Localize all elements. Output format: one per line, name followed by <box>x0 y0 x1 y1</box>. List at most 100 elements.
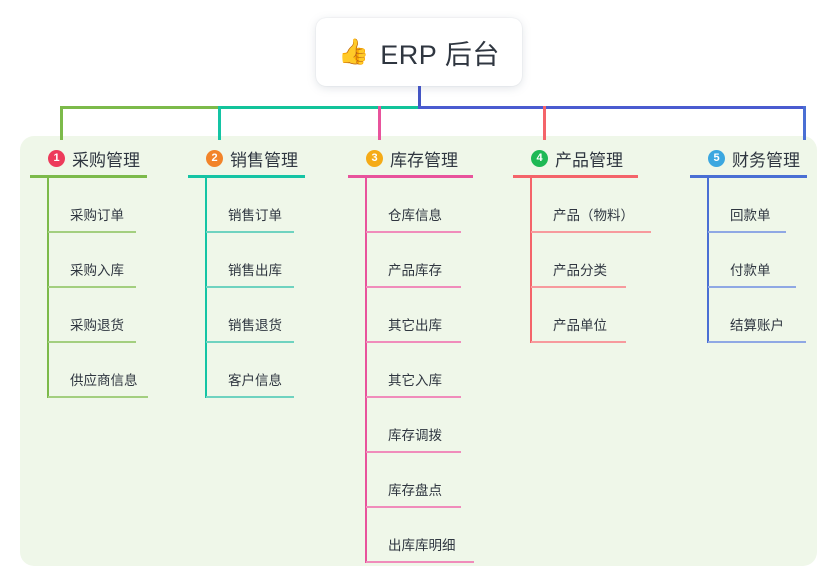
list-item[interactable]: 库存盘点 <box>366 453 488 508</box>
branch-3[interactable]: 3 库存管理 仓库信息 产品库存 其它出库 其它入库 库存调拨 <box>348 146 488 563</box>
list-item[interactable]: 其它出库 <box>366 288 488 343</box>
leaf-label: 库存调拨 <box>388 428 442 443</box>
leaf-label: 采购订单 <box>70 208 124 223</box>
leaf-label: 回款单 <box>730 208 771 223</box>
branch-4-header[interactable]: 4 产品管理 <box>513 146 663 170</box>
leaf-rule <box>708 286 796 288</box>
leaf-label: 采购退货 <box>70 318 124 333</box>
branch-1-badge: 1 <box>48 149 65 167</box>
branch-4-badge: 4 <box>531 149 548 167</box>
leaf-rule <box>531 286 626 288</box>
leaf-rule <box>48 286 136 288</box>
leaf-rule <box>708 231 786 233</box>
branch-1-header[interactable]: 1 采购管理 <box>30 146 160 170</box>
branch-4-rule <box>513 175 638 178</box>
list-item[interactable]: 客户信息 <box>206 343 318 398</box>
list-item[interactable]: 出库库明细 <box>366 508 488 563</box>
leaf-label: 产品库存 <box>388 263 442 278</box>
leaf-label: 销售订单 <box>228 208 282 223</box>
list-item[interactable]: 采购退货 <box>48 288 160 343</box>
leaf-label: 其它出库 <box>388 318 442 333</box>
branch-4-title: 产品管理 <box>555 150 623 170</box>
branch-5-badge: 5 <box>708 149 725 167</box>
branch-2-leaves: 销售订单 销售出库 销售退货 客户信息 <box>188 178 318 398</box>
drop-connector-5 <box>803 106 806 140</box>
branch-2-title: 销售管理 <box>230 150 298 170</box>
leaf-label: 产品单位 <box>553 318 607 333</box>
branch-5[interactable]: 5 财务管理 回款单 付款单 结算账户 <box>690 146 820 343</box>
leaf-rule <box>48 231 136 233</box>
bus-segment-teal <box>218 106 420 109</box>
list-item[interactable]: 产品分类 <box>531 233 663 288</box>
branch-2[interactable]: 2 销售管理 销售订单 销售出库 销售退货 客户信息 <box>188 146 318 398</box>
leaf-rule <box>48 341 136 343</box>
branch-5-leaves: 回款单 付款单 结算账户 <box>690 178 820 343</box>
branch-3-badge: 3 <box>366 149 383 167</box>
branch-3-spine <box>365 178 367 563</box>
branch-4-leaves: 产品（物料） 产品分类 产品单位 <box>513 178 663 343</box>
root-node[interactable]: 👍 ERP 后台 <box>316 18 522 86</box>
thumbs-up-icon: 👍 <box>338 37 370 66</box>
branch-1[interactable]: 1 采购管理 采购订单 采购入库 采购退货 供应商信息 <box>30 146 160 398</box>
branch-1-title: 采购管理 <box>72 150 140 170</box>
leaf-rule <box>531 341 626 343</box>
branch-3-title: 库存管理 <box>390 150 458 170</box>
branch-3-header[interactable]: 3 库存管理 <box>348 146 488 170</box>
leaf-label: 客户信息 <box>228 373 282 388</box>
leaf-label: 采购入库 <box>70 263 124 278</box>
leaf-label: 其它入库 <box>388 373 442 388</box>
branch-3-rule <box>348 175 473 178</box>
leaf-rule <box>366 286 461 288</box>
leaf-label: 结算账户 <box>730 318 784 333</box>
leaf-rule <box>48 396 148 398</box>
branch-1-spine <box>47 178 49 398</box>
list-item[interactable]: 仓库信息 <box>366 178 488 233</box>
branch-4[interactable]: 4 产品管理 产品（物料） 产品分类 产品单位 <box>513 146 663 343</box>
root-title: ERP 后台 <box>380 39 500 70</box>
leaf-label: 销售退货 <box>228 318 282 333</box>
drop-connector-1 <box>60 106 63 140</box>
leaf-label: 产品分类 <box>553 263 607 278</box>
leaf-label: 产品（物料） <box>553 208 634 223</box>
leaf-rule <box>366 451 461 453</box>
leaf-label: 仓库信息 <box>388 208 442 223</box>
branch-5-header[interactable]: 5 财务管理 <box>690 146 820 170</box>
leaf-label: 出库库明细 <box>388 538 456 553</box>
leaf-rule <box>366 561 474 563</box>
leaf-rule <box>366 506 461 508</box>
list-item[interactable]: 产品（物料） <box>531 178 663 233</box>
list-item[interactable]: 供应商信息 <box>48 343 160 398</box>
list-item[interactable]: 库存调拨 <box>366 398 488 453</box>
list-item[interactable]: 销售订单 <box>206 178 318 233</box>
list-item[interactable]: 销售退货 <box>206 288 318 343</box>
list-item[interactable]: 结算账户 <box>708 288 820 343</box>
branch-3-leaves: 仓库信息 产品库存 其它出库 其它入库 库存调拨 库存盘点 <box>348 178 488 563</box>
leaf-label: 销售出库 <box>228 263 282 278</box>
drop-connector-3 <box>378 106 381 140</box>
trunk-connector <box>418 86 421 108</box>
leaf-rule <box>206 341 294 343</box>
list-item[interactable]: 采购订单 <box>48 178 160 233</box>
branch-5-spine <box>707 178 709 343</box>
list-item[interactable]: 产品库存 <box>366 233 488 288</box>
leaf-label: 供应商信息 <box>70 373 138 388</box>
branch-1-leaves: 采购订单 采购入库 采购退货 供应商信息 <box>30 178 160 398</box>
branch-5-rule <box>690 175 807 178</box>
leaf-label: 付款单 <box>730 263 771 278</box>
leaf-rule <box>206 286 294 288</box>
leaf-rule <box>206 231 294 233</box>
list-item[interactable]: 采购入库 <box>48 233 160 288</box>
list-item[interactable]: 付款单 <box>708 233 820 288</box>
leaf-rule <box>366 396 461 398</box>
list-item[interactable]: 产品单位 <box>531 288 663 343</box>
list-item[interactable]: 回款单 <box>708 178 820 233</box>
branch-2-header[interactable]: 2 销售管理 <box>188 146 318 170</box>
drop-connector-4 <box>543 106 546 140</box>
leaf-rule <box>206 396 294 398</box>
diagram-panel <box>20 136 817 566</box>
list-item[interactable]: 其它入库 <box>366 343 488 398</box>
list-item[interactable]: 销售出库 <box>206 233 318 288</box>
branch-1-rule <box>30 175 147 178</box>
leaf-rule <box>708 341 806 343</box>
